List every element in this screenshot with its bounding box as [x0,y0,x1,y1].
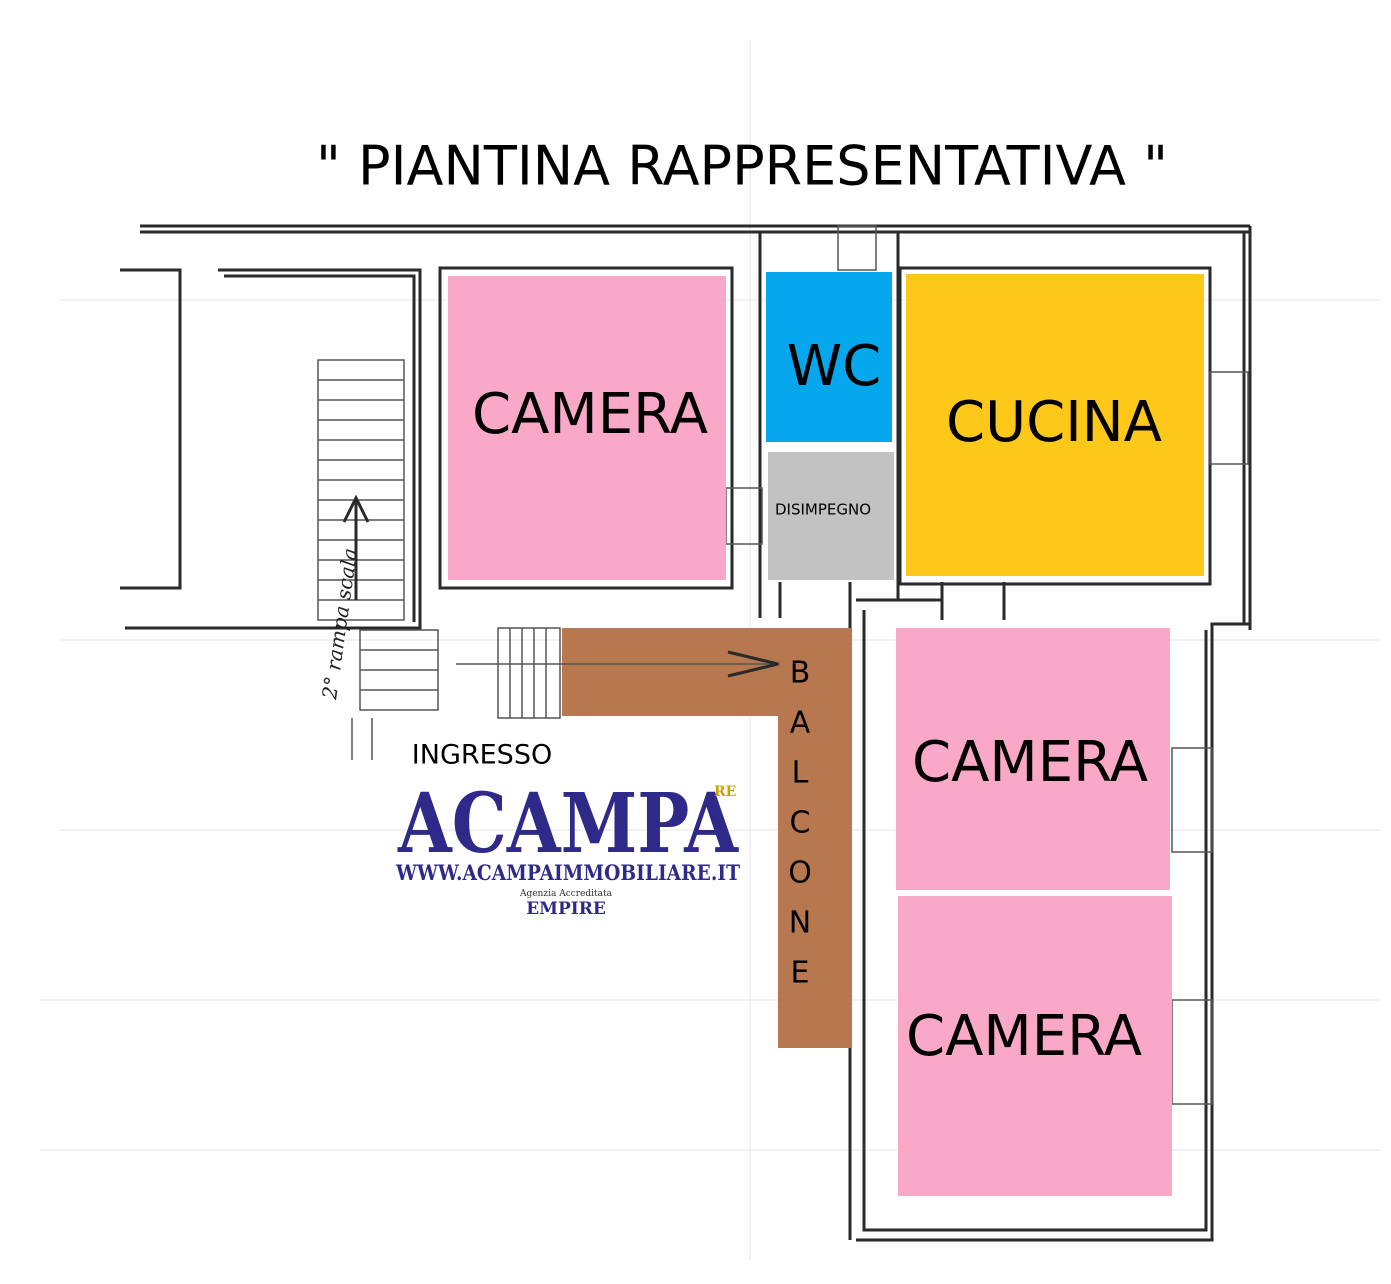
balcone-letter: E [791,956,810,991]
plan-title: " PIANTINA RAPPRESENTATIVA " [316,135,1168,198]
balcone-letter: B [790,656,811,691]
label-disimpegno: DISIMPEGNO [775,501,871,519]
balcone-letter: L [792,756,809,791]
logo-tagline: Agenzia Accreditata [519,889,613,899]
room-camera-bottom-right[interactable] [898,896,1172,1196]
entrance-arrow-head [727,650,779,678]
logo-badge: RE [714,784,736,800]
room-balcone[interactable] [562,628,852,1048]
walls [120,224,1252,1242]
label-camera-bottom-right: CAMERA [906,1004,1142,1069]
logo-website: WWW.ACAMPAIMMOBILIARE.IT [395,860,740,885]
room-camera-top-left[interactable] [448,276,726,580]
balcone-letter: A [790,706,811,741]
room-wc[interactable] [766,272,892,442]
logo-network: EMPIRE [526,899,606,919]
label-camera-top-left: CAMERA [472,382,708,447]
room-cucina[interactable] [906,274,1204,576]
balcone-letter: C [790,806,811,841]
label-camera-mid-right: CAMERA [912,730,1148,795]
rooms [448,272,1204,1196]
room-camera-mid-right[interactable] [896,628,1170,890]
stair-note: 2° rampa scala [317,547,362,702]
label-ingresso: INGRESSO [412,740,552,771]
label-cucina: CUCINA [946,390,1162,455]
room-disimpegno[interactable] [768,452,894,580]
logo-brand: ACAMPA [397,776,739,872]
balcone-letter: N [789,906,811,941]
label-wc: WC [787,334,881,399]
acampa-logo: ACAMPA RE WWW.ACAMPAIMMOBILIARE.IT Agenz… [395,776,740,919]
balcone-letter: O [788,856,812,891]
